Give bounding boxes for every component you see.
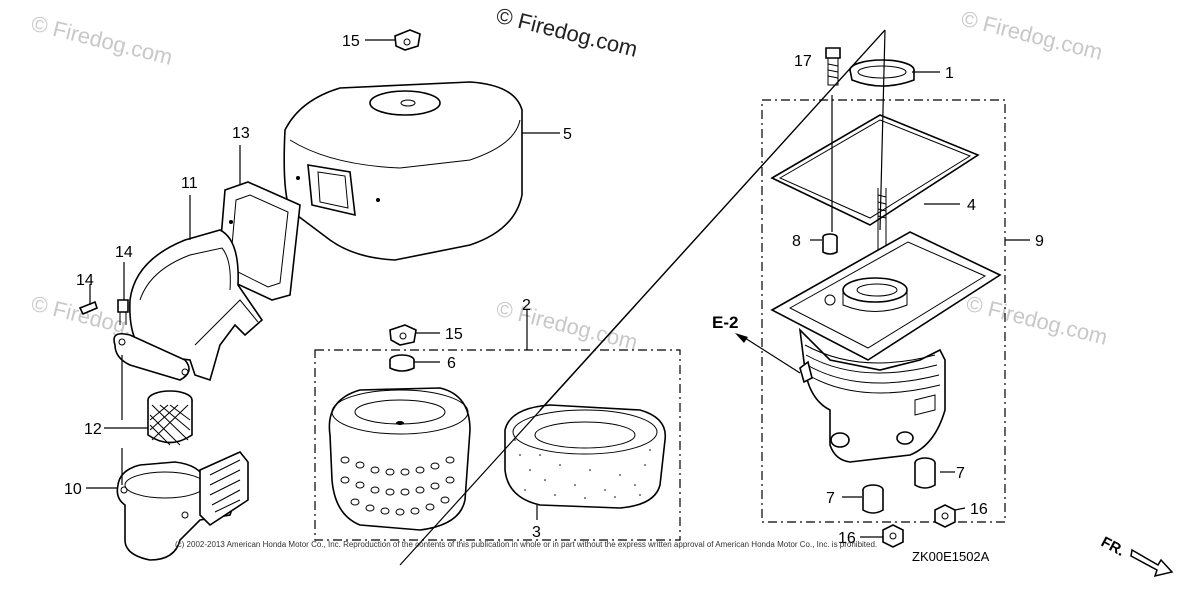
front-arrow-icon [1130, 548, 1174, 578]
watermark-top-right: © Firedog.com [959, 6, 1105, 65]
callout-16-right: 16 [970, 501, 988, 518]
callout-7-upper: 7 [956, 465, 965, 482]
callout-9: 9 [1035, 233, 1044, 250]
callout-16-bottom: 16 [838, 530, 856, 547]
part-12-screen [147, 390, 193, 446]
box-2-element-assembly [314, 349, 681, 541]
callout-14-left: 14 [76, 272, 94, 289]
part-7-spacer-lower [862, 484, 884, 514]
reference-e2: E-2 [712, 313, 738, 332]
callout-15-top: 15 [342, 33, 360, 50]
part-7-spacer-upper [914, 457, 936, 489]
box-9-case-assembly [761, 99, 1006, 523]
element-dots [340, 456, 455, 516]
part-9-air-cleaner-case [770, 231, 1002, 463]
callout-11: 11 [181, 175, 198, 192]
watermark-mid-right: © Firedog.com [964, 291, 1110, 350]
callout-7-lower: 7 [826, 490, 835, 507]
callout-6: 6 [447, 355, 456, 372]
callout-14-right: 14 [115, 244, 133, 261]
paper-element [328, 387, 471, 531]
part-14-bolts [78, 299, 129, 325]
callout-10: 10 [64, 481, 82, 498]
part-15-clip-top [394, 29, 421, 51]
callout-4: 4 [967, 197, 976, 214]
part-3-foam-element [504, 404, 667, 509]
callout-17: 17 [794, 53, 812, 70]
callout-13: 13 [232, 125, 250, 142]
part-6-wing-nut [389, 354, 415, 372]
front-label: FR. [1098, 534, 1127, 560]
part-10-base [116, 451, 249, 561]
callout-labels: 1 2 3 4 5 6 7 7 8 9 10 11 12 13 14 14 15… [64, 33, 1044, 547]
callout-12: 12 [84, 421, 102, 438]
part-15-clip-mid [389, 324, 417, 346]
part-16-nut-bottom [882, 524, 904, 548]
foam-texture [514, 439, 651, 499]
callout-3: 3 [532, 524, 541, 541]
callout-2: 2 [522, 297, 531, 314]
leader-lines [86, 29, 1030, 566]
part-4-gasket [770, 114, 980, 226]
e2-arrowhead [735, 333, 748, 343]
part-8-collar [822, 233, 838, 255]
watermark-top-left: © Firedog.com [29, 11, 175, 70]
copyright-notice: (c) 2002-2013 American Honda Motor Co., … [175, 540, 877, 549]
part-5-air-cleaner-cover [283, 81, 523, 261]
callout-15-mid: 15 [445, 326, 463, 343]
front-indicator: FR. [1098, 534, 1174, 578]
part-1-seal [849, 59, 915, 87]
diagram-code: ZK00E1502A [912, 549, 990, 564]
part-11-elbow [113, 229, 264, 382]
callout-1: 1 [945, 65, 954, 82]
callout-8: 8 [792, 233, 801, 250]
callout-5: 5 [563, 126, 572, 143]
part-16-nut-right [934, 504, 956, 528]
part-17-bolt [825, 47, 841, 86]
watermark-main: © Firedog.com [494, 3, 640, 62]
